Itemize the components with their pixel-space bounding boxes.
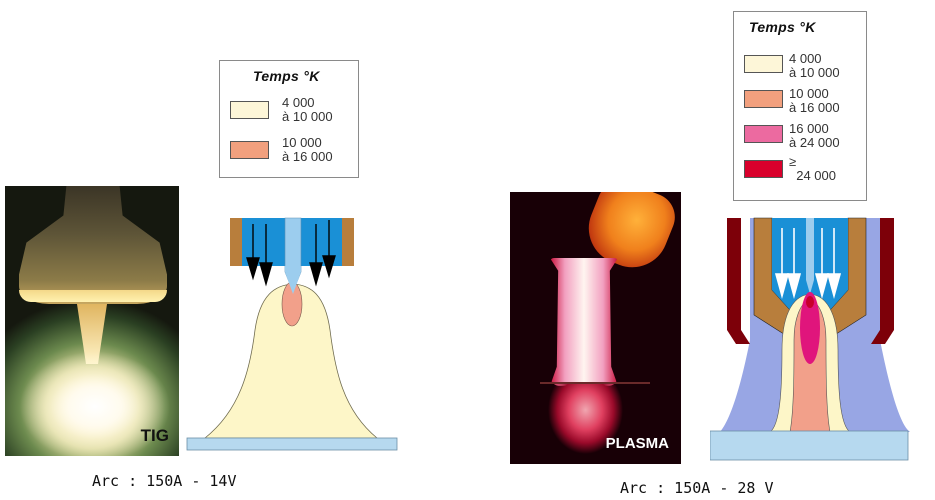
tig-torch-diagram — [186, 217, 398, 451]
tig-gas-arrows — [246, 220, 336, 287]
legend-swatch-10000-16000 — [744, 90, 783, 108]
plasma-arc-caption: Arc : 150A - 28 V — [620, 479, 774, 497]
plasma-column-outer — [550, 258, 618, 386]
plasma-photo-label: PLASMA — [605, 435, 669, 452]
tig-weld-pool-glow — [20, 346, 170, 456]
tig-arc-caption: Arc : 150A - 14V — [92, 472, 237, 490]
plasma-gas-arrows — [774, 228, 842, 300]
plasma-zone-24000-plus — [806, 296, 814, 308]
tig-arc-photo: TIG — [5, 186, 179, 456]
plasma-zone-16000-24000 — [800, 292, 820, 364]
plasma-workpiece — [710, 430, 909, 461]
plasma-electrode — [806, 218, 814, 294]
legend-label-16000-24000: 16 000 à 24 000 — [789, 121, 840, 150]
legend-swatch-4000-10000 — [744, 55, 783, 73]
legend-label-24000-plus: ≥ 24 000 — [789, 154, 836, 183]
legend-swatch-24000-plus — [744, 160, 783, 178]
legend-title: Temps °K — [749, 19, 816, 35]
plasma-outer-nozzle-right — [871, 218, 894, 344]
legend-title: Temps °K — [253, 68, 320, 84]
plasma-surface-line — [540, 382, 650, 384]
tig-workpiece — [186, 437, 398, 451]
plasma-outer-nozzle-left — [727, 218, 750, 344]
tig-temperature-legend: Temps °K 4 000 à 10 000 10 000 à 16 000 — [219, 60, 359, 178]
legend-swatch-4000-10000 — [230, 101, 269, 119]
legend-label-10000-16000: 10 000 à 16 000 — [282, 135, 333, 164]
tig-nozzle-rim — [19, 290, 167, 302]
legend-swatch-10000-16000 — [230, 141, 269, 159]
tig-nozzle-wall-right — [342, 218, 354, 266]
tig-nozzle-wall-left — [230, 218, 242, 266]
legend-label-4000-10000: 4 000 à 10 000 — [282, 95, 333, 124]
tig-nozzle-glow — [19, 186, 167, 304]
plasma-temperature-legend: Temps °K 4 000 à 10 000 10 000 à 16 000 … — [733, 11, 867, 201]
legend-swatch-16000-24000 — [744, 125, 783, 143]
legend-label-4000-10000: 4 000 à 10 000 — [789, 51, 840, 80]
tig-electrode-tip — [285, 266, 301, 294]
tig-photo-label: TIG — [140, 426, 169, 445]
plasma-torch-diagram — [710, 217, 910, 461]
plasma-reflection — [548, 382, 623, 462]
legend-label-10000-16000: 10 000 à 16 000 — [789, 86, 840, 115]
plasma-arc-photo: PLASMA — [510, 192, 681, 464]
